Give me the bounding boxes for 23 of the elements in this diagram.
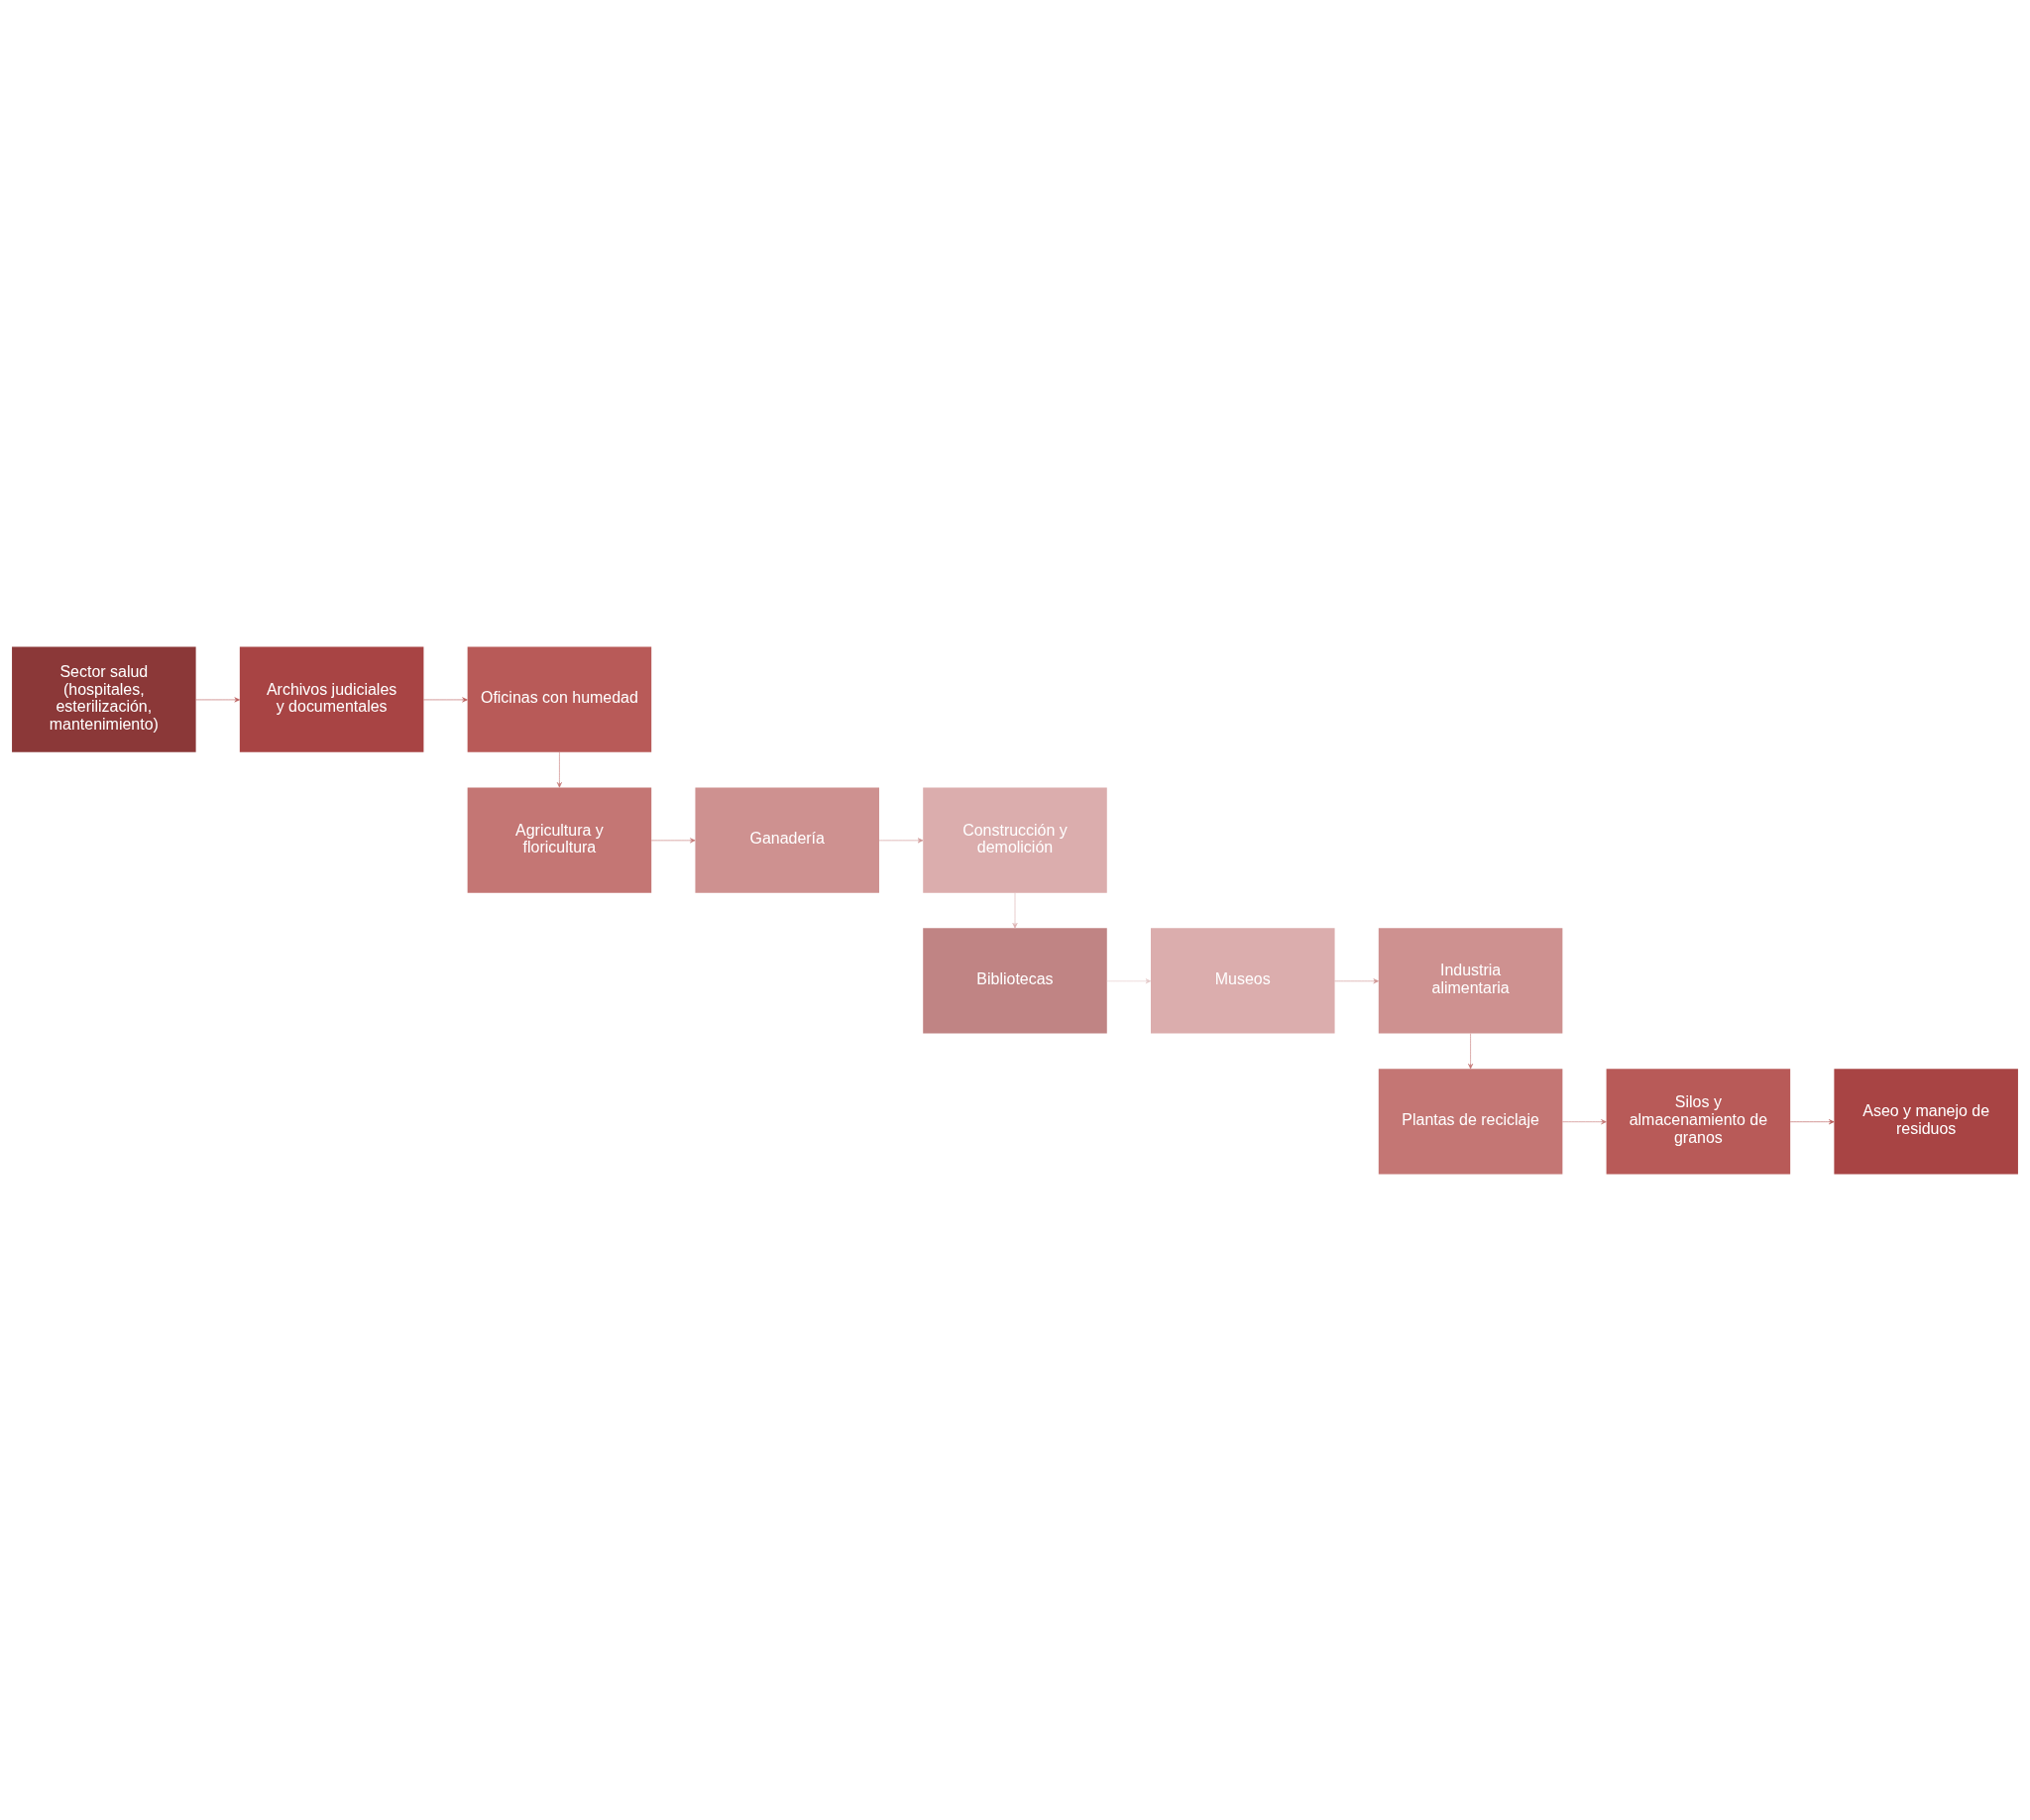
node-box: Aseo y manejo de residuos xyxy=(1834,1068,2018,1175)
node-box: Industria alimentaria xyxy=(1378,927,1563,1034)
arrow xyxy=(423,696,468,702)
node-box: Plantas de reciclaje xyxy=(1378,1068,1563,1175)
arrow xyxy=(1334,977,1379,983)
arrow xyxy=(195,696,240,702)
node-box: Ganadería xyxy=(695,786,879,893)
arrow xyxy=(1012,892,1018,928)
node-box: Silos y almacenamiento de granos xyxy=(1606,1068,1791,1175)
node-box: Agricultura y floricultura xyxy=(467,786,652,893)
arrow xyxy=(556,751,562,788)
arrow xyxy=(650,837,696,843)
node-box: Bibliotecas xyxy=(923,927,1107,1034)
node-box: Sector salud (hospitales, esterilización, mantenimiento) xyxy=(12,645,196,752)
node-box: Oficinas con humedad xyxy=(467,645,652,752)
arrow xyxy=(878,837,924,843)
arrow xyxy=(1562,1118,1607,1124)
node-box: Archivos judiciales y documentales xyxy=(239,645,424,752)
node-box: Construcción y demolición xyxy=(923,786,1107,893)
node-box: Museos xyxy=(1151,927,1335,1034)
arrow xyxy=(1789,1118,1835,1124)
arrow xyxy=(1468,1032,1474,1069)
arrow xyxy=(1106,977,1152,983)
